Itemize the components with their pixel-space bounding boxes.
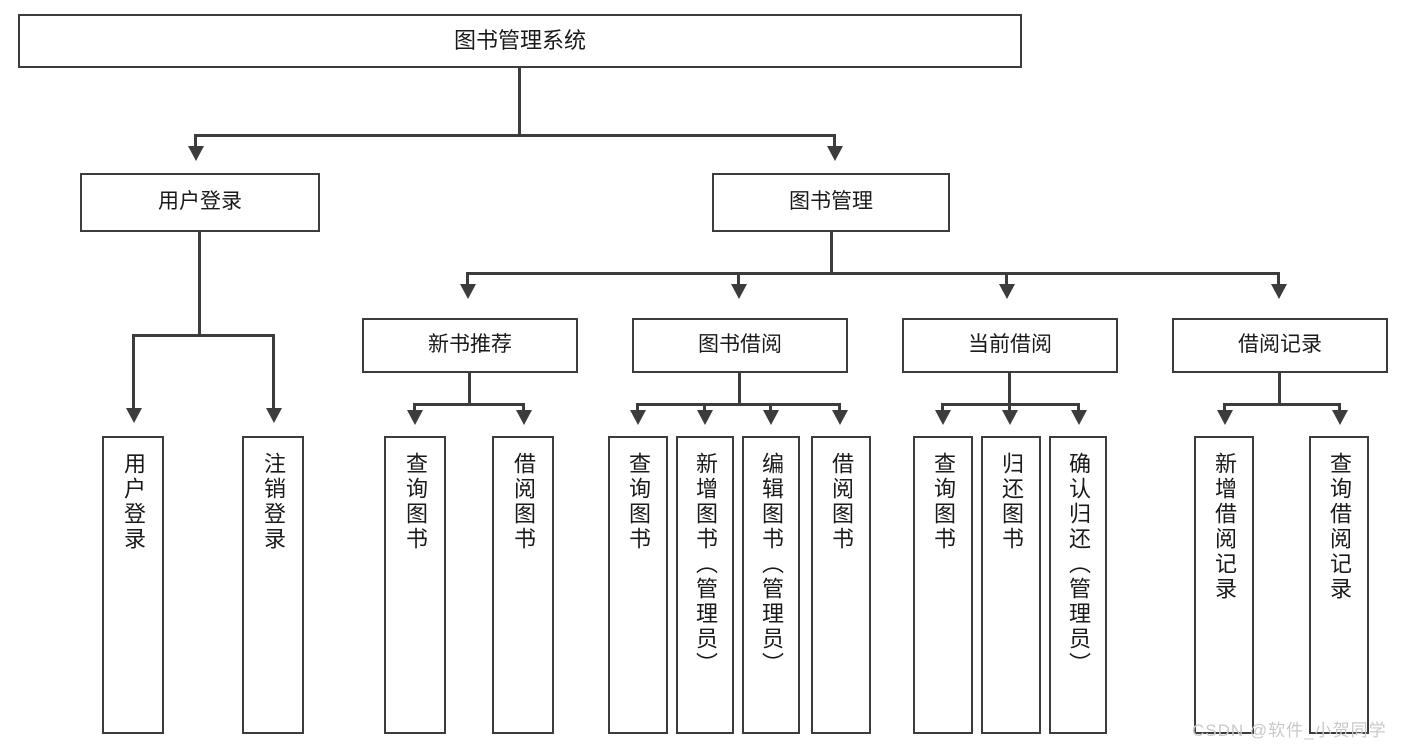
node-book-management[interactable]: 图书管理 [712, 173, 950, 232]
connector-book-borrow-drop-1 [636, 403, 639, 413]
node-label: 图书借阅 [698, 333, 782, 357]
node-label: 归还图书 [999, 452, 1024, 552]
arrow-to-borrowrecord-leaf-1 [1217, 410, 1233, 425]
arrow-to-new-book [460, 284, 476, 299]
arrow-to-login-leaf-1 [126, 408, 142, 423]
node-label: 新书推荐 [428, 333, 512, 357]
arrow-to-current-borrow [999, 284, 1015, 299]
arrow-to-borrowrecord-leaf-2 [1332, 410, 1348, 425]
arrow-to-login-leaf-2 [266, 408, 282, 423]
leaf-borrowrecord-query-record[interactable]: 查询借阅记录 [1309, 436, 1369, 734]
connector-borrow-record-stem [1278, 373, 1281, 405]
connector-current-borrow-drop-1 [941, 403, 944, 413]
node-label: 图书管理 [789, 190, 873, 214]
connector-book-mgmt-drop-3 [1005, 272, 1008, 286]
leaf-currentborrow-return-book[interactable]: 归还图书 [981, 436, 1041, 734]
connector-root-bus [194, 134, 836, 137]
node-book-borrow[interactable]: 图书借阅 [632, 318, 848, 373]
node-borrow-record[interactable]: 借阅记录 [1172, 318, 1388, 373]
arrow-to-newbook-leaf-2 [516, 410, 532, 425]
connector-borrow-record-bus [1223, 403, 1341, 406]
connector-user-login-drop-1 [132, 334, 135, 412]
arrow-to-currentborrow-leaf-3 [1071, 410, 1087, 425]
node-label: 查询图书 [403, 452, 428, 552]
leaf-user-logout[interactable]: 注销登录 [242, 436, 304, 734]
leaf-currentborrow-confirm-return[interactable]: 确认归还（管理员） [1049, 436, 1107, 734]
connector-book-mgmt-drop-1 [466, 272, 469, 286]
connector-root-drop-right [833, 134, 836, 148]
connector-user-login-drop-2 [272, 334, 275, 412]
connector-new-book-stem [468, 373, 471, 405]
node-label: 编辑图书（管理员） [759, 452, 784, 677]
connector-user-login-bus [132, 334, 275, 337]
connector-book-borrow-drop-2 [703, 403, 706, 413]
arrow-to-newbook-leaf-1 [407, 410, 423, 425]
node-label: 借阅图书 [829, 452, 854, 552]
connector-current-borrow-drop-2 [1008, 403, 1011, 413]
connector-current-borrow-stem [1008, 373, 1011, 405]
node-label: 图书管理系统 [453, 28, 586, 54]
node-label: 用户登录 [158, 190, 242, 214]
arrow-to-borrow-record [1271, 284, 1287, 299]
node-label: 注销登录 [261, 452, 286, 552]
node-label: 用户登录 [121, 452, 146, 552]
node-label: 借阅记录 [1238, 333, 1322, 357]
connector-borrow-record-drop-2 [1338, 403, 1341, 413]
leaf-user-login[interactable]: 用户登录 [102, 436, 164, 734]
node-root-system[interactable]: 图书管理系统 [18, 14, 1022, 68]
leaf-borrowrecord-add-record[interactable]: 新增借阅记录 [1194, 436, 1254, 734]
node-user-login[interactable]: 用户登录 [80, 173, 320, 232]
connector-book-mgmt-bus [466, 272, 1280, 275]
node-label: 查询借阅记录 [1327, 452, 1352, 602]
arrow-to-book-borrow [731, 284, 747, 299]
connector-new-book-drop-2 [522, 403, 525, 413]
arrow-to-book-management [827, 146, 843, 161]
arrow-to-bookborrow-leaf-4 [832, 410, 848, 425]
node-current-borrow[interactable]: 当前借阅 [902, 318, 1118, 373]
node-label: 查询图书 [931, 452, 956, 552]
arrow-to-currentborrow-leaf-1 [935, 410, 951, 425]
node-label: 借阅图书 [511, 452, 536, 552]
leaf-bookborrow-borrow-book[interactable]: 借阅图书 [811, 436, 871, 734]
connector-book-mgmt-drop-4 [1277, 272, 1280, 286]
connector-book-mgmt-stem [830, 232, 833, 274]
leaf-bookborrow-query-book[interactable]: 查询图书 [608, 436, 668, 734]
leaf-bookborrow-edit-book[interactable]: 编辑图书（管理员） [742, 436, 800, 734]
node-new-book-recommend[interactable]: 新书推荐 [362, 318, 578, 373]
node-label: 确认归还（管理员） [1066, 452, 1091, 677]
leaf-newbook-borrow-book[interactable]: 借阅图书 [492, 436, 554, 734]
arrow-to-bookborrow-leaf-3 [763, 410, 779, 425]
connector-book-borrow-bus [636, 403, 841, 406]
connector-book-borrow-stem [738, 373, 741, 405]
connector-root-stem [518, 68, 521, 136]
connector-new-book-drop-1 [413, 403, 416, 413]
connector-new-book-bus [413, 403, 525, 406]
leaf-newbook-query-book[interactable]: 查询图书 [384, 436, 446, 734]
connector-book-mgmt-drop-2 [737, 272, 740, 286]
node-label: 查询图书 [626, 452, 651, 552]
node-label: 新增借阅记录 [1212, 452, 1237, 602]
connector-book-borrow-drop-3 [769, 403, 772, 413]
leaf-currentborrow-query-book[interactable]: 查询图书 [913, 436, 973, 734]
connector-borrow-record-drop-1 [1223, 403, 1226, 413]
connector-root-drop-left [194, 134, 197, 148]
connector-user-login-stem [198, 232, 201, 336]
connector-book-borrow-drop-4 [838, 403, 841, 413]
node-label: 新增图书（管理员） [693, 452, 718, 677]
arrow-to-bookborrow-leaf-1 [630, 410, 646, 425]
arrow-to-user-login [188, 146, 204, 161]
node-label: 当前借阅 [968, 333, 1052, 357]
arrow-to-currentborrow-leaf-2 [1002, 410, 1018, 425]
leaf-bookborrow-add-book[interactable]: 新增图书（管理员） [676, 436, 734, 734]
arrow-to-bookborrow-leaf-2 [697, 410, 713, 425]
connector-current-borrow-drop-3 [1077, 403, 1080, 413]
